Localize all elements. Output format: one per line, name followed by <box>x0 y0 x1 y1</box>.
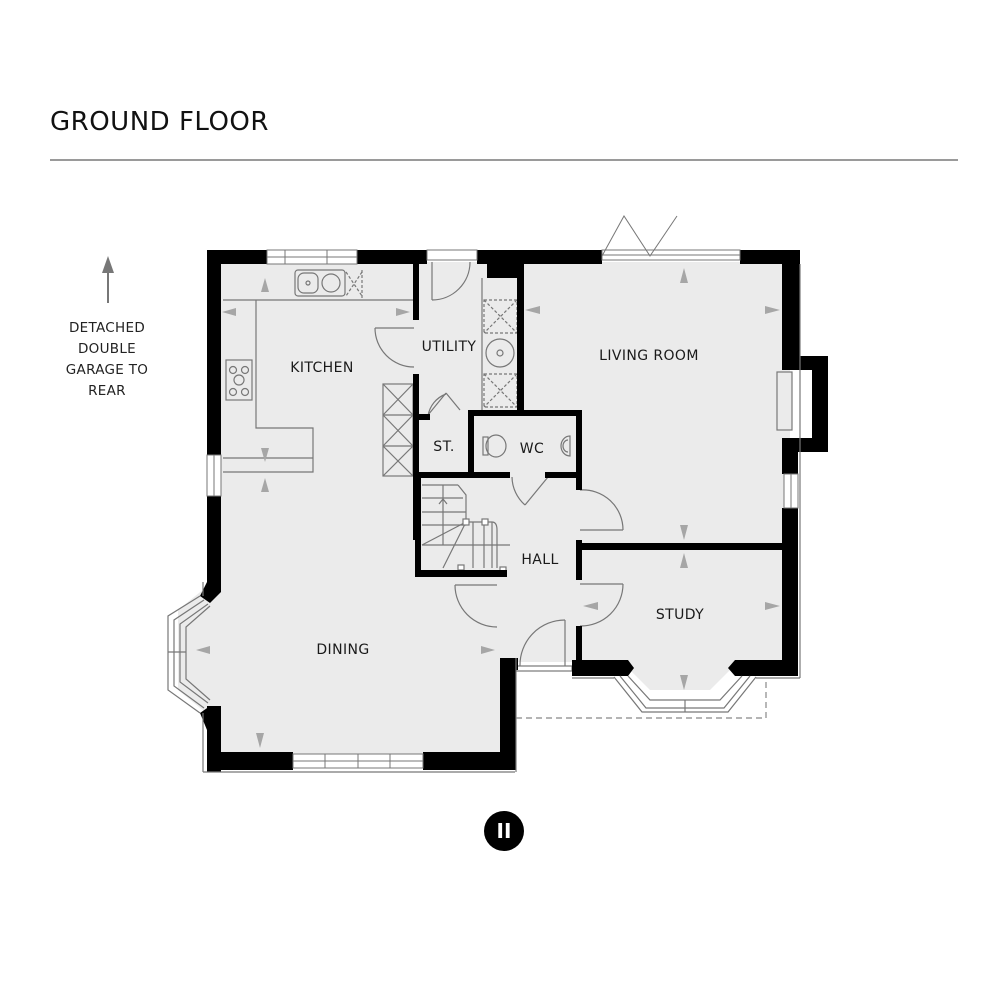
plot-number-label: II <box>497 819 512 843</box>
title-divider <box>50 159 958 161</box>
room-label-dining: DINING <box>316 642 369 658</box>
room-label-wc: WC <box>520 441 544 457</box>
doors <box>374 261 624 672</box>
porch-outline <box>516 678 767 719</box>
garage-note-line: GARAGE TO <box>65 362 149 378</box>
floor-area <box>178 262 790 754</box>
utility-basin-icon <box>485 338 515 368</box>
dining-bay-window <box>167 582 517 773</box>
kitchen-sink-icon <box>294 269 363 298</box>
garage-note-line: DOUBLE <box>77 341 136 357</box>
garage-note-line: REAR <box>88 383 126 399</box>
windows <box>206 215 799 769</box>
utility-units <box>483 299 518 408</box>
toilet-icon <box>482 434 507 458</box>
room-label-store: ST. <box>433 439 454 455</box>
walls <box>200 250 828 772</box>
room-label-study: STUDY <box>656 607 704 623</box>
arrow-up-icon <box>102 256 114 303</box>
room-label-hall: HALL <box>521 552 558 568</box>
staircase <box>421 484 510 574</box>
garage-note-line: DETACHED <box>68 320 146 336</box>
room-label-living-room: LIVING ROOM <box>599 348 699 364</box>
garage-note: DETACHED DOUBLE GARAGE TO REAR <box>52 318 162 402</box>
tall-units <box>382 383 414 477</box>
plot-number-badge: II <box>484 811 524 851</box>
page-title: GROUND FLOOR <box>50 107 269 137</box>
hob-icon <box>225 359 253 401</box>
chimney-breast <box>776 371 793 431</box>
room-label-kitchen: KITCHEN <box>290 360 353 376</box>
dimension-markers <box>196 268 780 748</box>
room-label-utility: UTILITY <box>422 339 477 355</box>
study-bay-window <box>572 264 801 713</box>
wc-basin-icon <box>560 435 571 457</box>
kitchen-worktop <box>223 299 413 473</box>
